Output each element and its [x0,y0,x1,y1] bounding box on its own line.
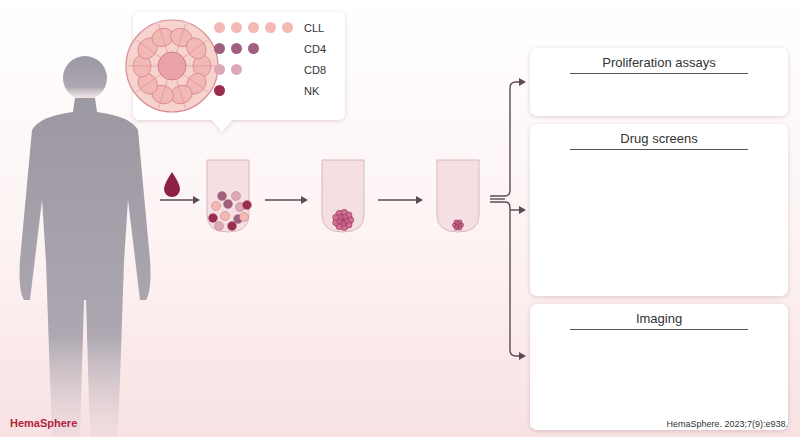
legend-swatch [214,43,225,54]
panel-heading: Drug screens [570,131,748,150]
citation: HemaSphere. 2023;7(9):e938. [666,419,788,429]
legend-swatch [231,43,242,54]
inset-panel [133,12,345,132]
method-panel: Drug screens [530,124,788,296]
legend-dots [214,43,299,55]
legend-swatch [214,64,225,75]
legend-swatch [282,22,293,33]
legend-dots [214,22,299,34]
legend-swatch [231,22,242,33]
lymph-node [126,20,218,112]
spheroid [333,209,354,230]
legend-label: CD4 [304,43,326,55]
method-panel: Imaging [530,304,788,430]
legend-dots [214,85,299,97]
method-panel: Proliferation assays [530,48,788,116]
human-silhouette [20,56,151,437]
blood-drop [164,172,180,197]
panel-heading: Proliferation assays [570,55,748,74]
legend-swatch [248,43,259,54]
legend-label: CLL [304,22,324,34]
legend-swatch [231,64,242,75]
legend-label: CD8 [304,64,326,76]
journal-logo: HemaSphere [10,417,77,429]
legend-label: NK [304,85,319,97]
spheroid [452,220,463,230]
culture-tubes [207,160,479,232]
legend-swatch [214,22,225,33]
cells [209,192,252,231]
flow-arrows [160,78,526,360]
legend-dots [214,64,299,76]
legend-swatch [248,22,259,33]
legend-swatch [214,85,225,96]
panel-heading: Imaging [570,311,748,330]
legend-swatch [265,22,276,33]
